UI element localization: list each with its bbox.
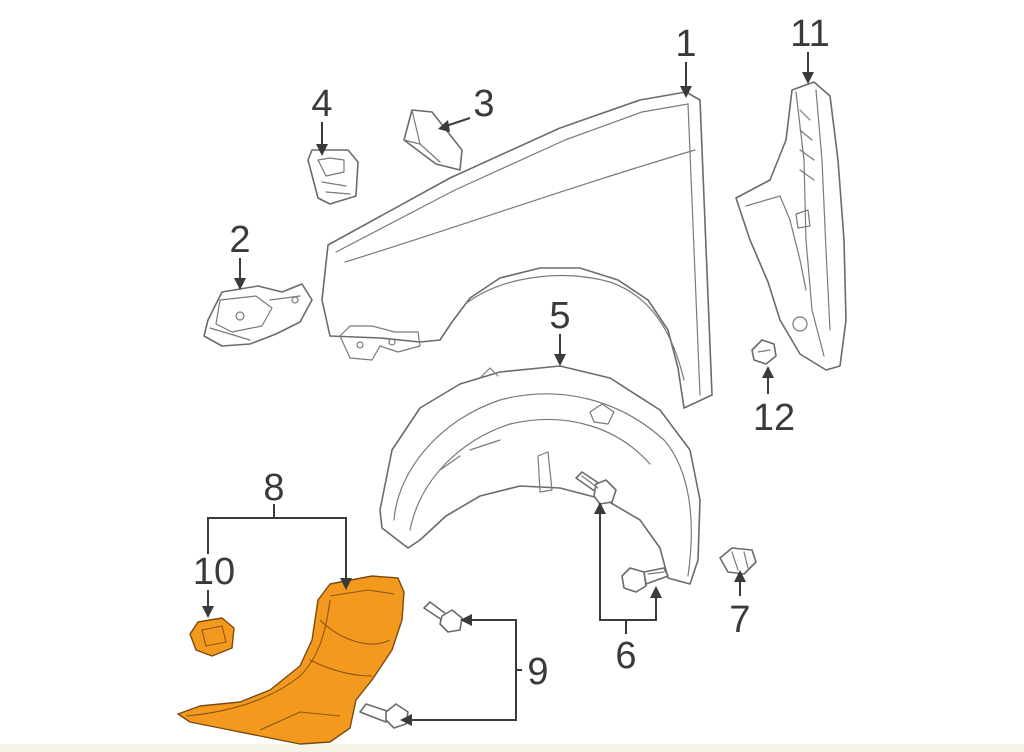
callout-5: 5 (549, 295, 570, 337)
callout-2: 2 (229, 219, 250, 261)
push-clip-part (751, 339, 777, 365)
clip-part (307, 149, 359, 205)
bolt-part-9-lower (359, 703, 409, 729)
bolt-part-9-upper (423, 601, 463, 633)
side-seal-part (735, 81, 847, 371)
bolt-part-upper (575, 471, 617, 505)
insulator-part (403, 109, 463, 171)
callout-8: 8 (263, 467, 284, 509)
clip-nut-part (719, 547, 757, 575)
clip-part-10 (189, 617, 235, 657)
callout-12: 12 (753, 397, 795, 439)
callout-11: 11 (790, 13, 829, 55)
callout-labels: 1 2 3 4 5 6 7 8 9 10 11 12 (193, 13, 830, 693)
splash-shield-part (177, 575, 405, 745)
callout-9: 9 (527, 651, 548, 693)
bolt-part-lower (621, 567, 669, 593)
callout-1: 1 (675, 23, 696, 65)
fender-liner-part (379, 365, 701, 585)
leader-lines (202, 52, 814, 726)
bottom-strip (0, 744, 1024, 752)
callout-6: 6 (615, 635, 636, 677)
bracket-part (203, 283, 313, 347)
callout-10: 10 (193, 551, 235, 593)
callout-4: 4 (311, 83, 332, 125)
callout-3: 3 (473, 83, 494, 125)
callout-7: 7 (729, 599, 750, 641)
fender-part (321, 91, 713, 409)
